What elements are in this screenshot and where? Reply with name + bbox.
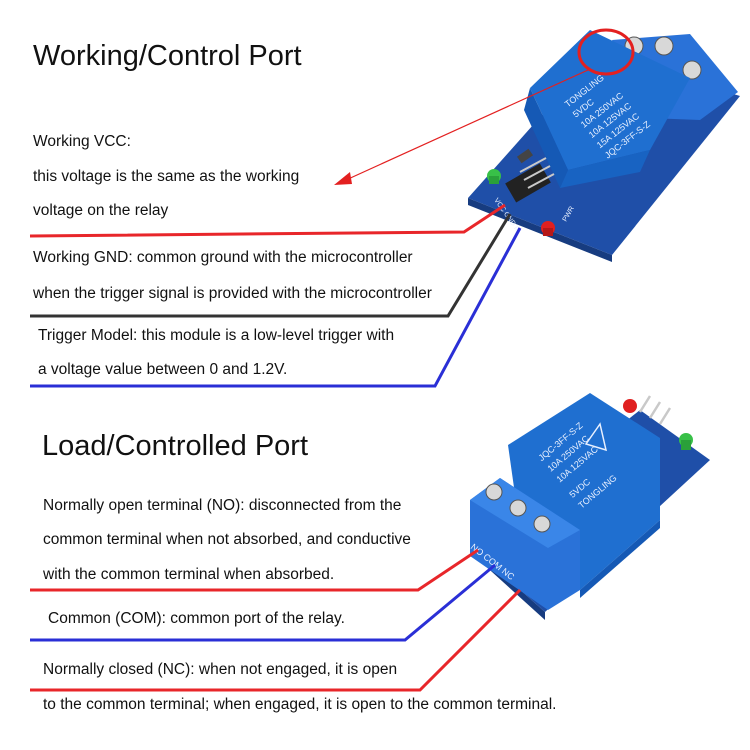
trigger-wire [30,227,522,388]
gnd-wire [30,213,512,318]
no-desc-line3: with the common terminal when absorbed. [43,566,335,583]
no-wire [30,548,479,592]
gnd-desc-line1: Working GND: common ground with the micr… [33,249,413,266]
vcc-desc-line2: voltage on the relay [33,202,169,219]
nc-desc-line1: Normally closed (NC): when not engaged, … [43,661,398,678]
no-desc-line1: Normally open terminal (NO): disconnecte… [43,497,402,514]
voltage-highlight-circle [577,28,635,76]
top-relay-module: TONGLING 5VDC 10A 250VAC 10A 125VAC 15A … [468,28,740,262]
bottom-relay-module: JQC-3FF-S-Z 10A 250VAC 10A 125VAC 5VDC T… [469,393,710,620]
top-relay-body [530,30,690,170]
nc-desc-line2: to the common terminal; when engaged, it… [43,696,557,713]
bottom-red-led [623,399,637,413]
gnd-desc-line2: when the trigger signal is provided with… [33,285,432,302]
nc-wire [30,588,522,692]
trigger-desc-line1: Trigger Model: this module is a low-leve… [38,327,395,344]
vcc-label: Working VCC: [33,133,131,150]
no-desc-line2: common terminal when not absorbed, and c… [43,531,411,548]
control-port-title: Working/Control Port [33,40,302,72]
com-desc-line1: Common (COM): common port of the relay. [48,610,345,627]
com-wire [30,563,496,642]
vcc-desc-line1: this voltage is the same as the working [33,168,300,185]
voltage-pointer-line [345,69,589,181]
bottom-relay-logo [584,422,608,452]
trigger-desc-line2: a voltage value between 0 and 1.2V. [38,361,288,378]
voltage-pointer-arrowhead [334,172,352,185]
vcc-wire [29,203,506,238]
load-port-title: Load/Controlled Port [42,430,308,462]
